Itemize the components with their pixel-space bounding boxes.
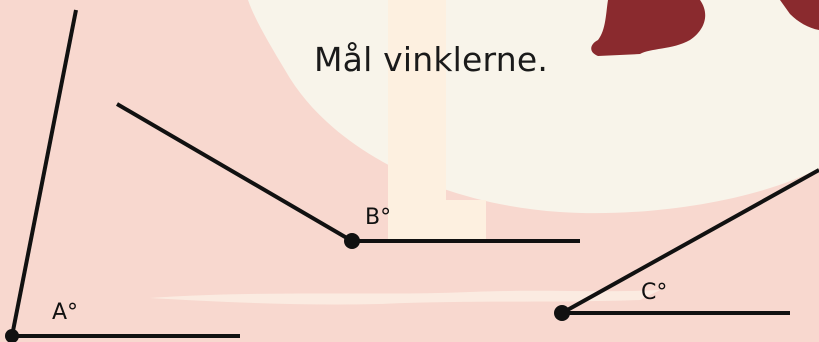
angle-b-ray-diagonal — [115, 102, 354, 243]
angle-b-vertex — [344, 233, 360, 249]
angle-b — [115, 102, 580, 243]
angle-c-label: C° — [641, 280, 668, 305]
ground-streak — [150, 290, 660, 305]
angle-c — [561, 168, 819, 315]
angle-a-label: A° — [52, 300, 79, 325]
angle-a-ray-vertical — [10, 9, 78, 337]
tower-base-shape — [388, 200, 486, 242]
angle-c-ray-diagonal — [561, 168, 819, 315]
angle-c-vertex — [554, 305, 570, 321]
angle-a — [10, 9, 240, 338]
animal-silhouette — [591, 0, 819, 56]
page-title: Mål vinklerne. — [314, 40, 549, 79]
angle-b-label: B° — [365, 205, 392, 230]
tower-shape — [388, 0, 446, 210]
angle-a-vertex — [5, 329, 19, 342]
